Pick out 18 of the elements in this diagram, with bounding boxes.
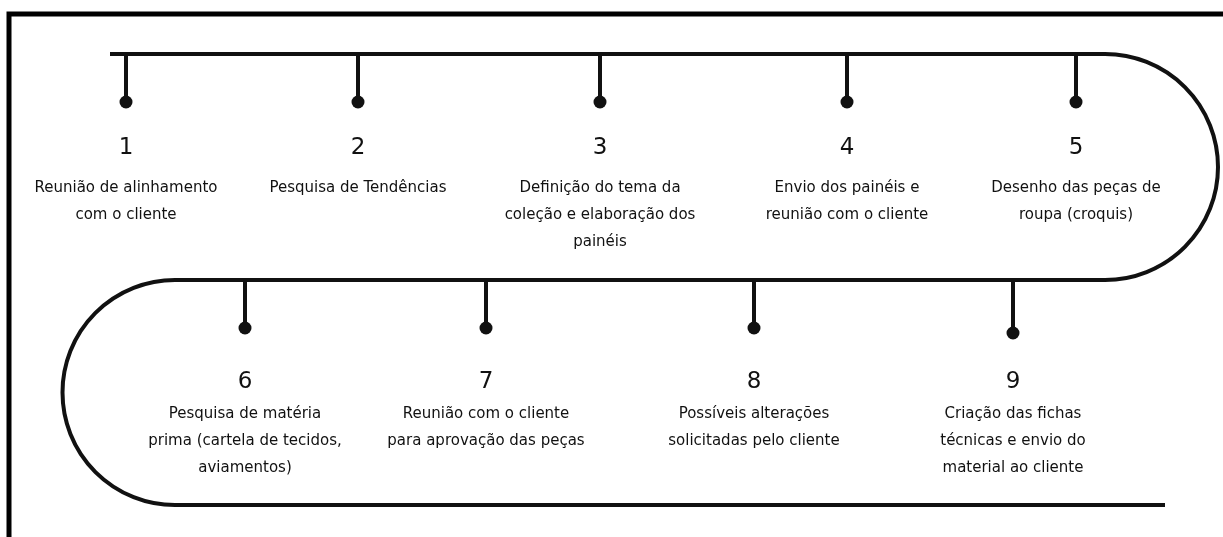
step-number: 2 — [349, 132, 367, 160]
step-description: Envio dos painéis e reunião com o cliente — [764, 177, 930, 225]
step-number: 8 — [745, 366, 763, 394]
step-description: Reunião com o cliente para aprovação das peças — [386, 403, 586, 451]
step-description: Desenho das peças de roupa (croquis) — [990, 177, 1162, 225]
step-number: 1 — [117, 132, 135, 160]
step-description: Reunião de alinhamento com o cliente — [33, 177, 219, 225]
step-number: 9 — [1004, 366, 1022, 394]
step-number: 4 — [838, 132, 856, 160]
step-number: 5 — [1067, 132, 1085, 160]
step-description: Possíveis alterações solicitadas pelo cliente — [667, 403, 841, 451]
step-number: 7 — [477, 366, 495, 394]
step-description: Pesquisa de Tendências — [268, 177, 448, 198]
step-description: Criação das fichas técnicas e envio do material ao cliente — [939, 403, 1087, 478]
step-description: Pesquisa de matéria prima (cartela de tecidos, aviamentos) — [147, 403, 343, 478]
step-number: 3 — [591, 132, 609, 160]
step-description: Definição do tema da coleção e elaboração dos painéis — [503, 177, 697, 252]
step-number: 6 — [236, 366, 254, 394]
